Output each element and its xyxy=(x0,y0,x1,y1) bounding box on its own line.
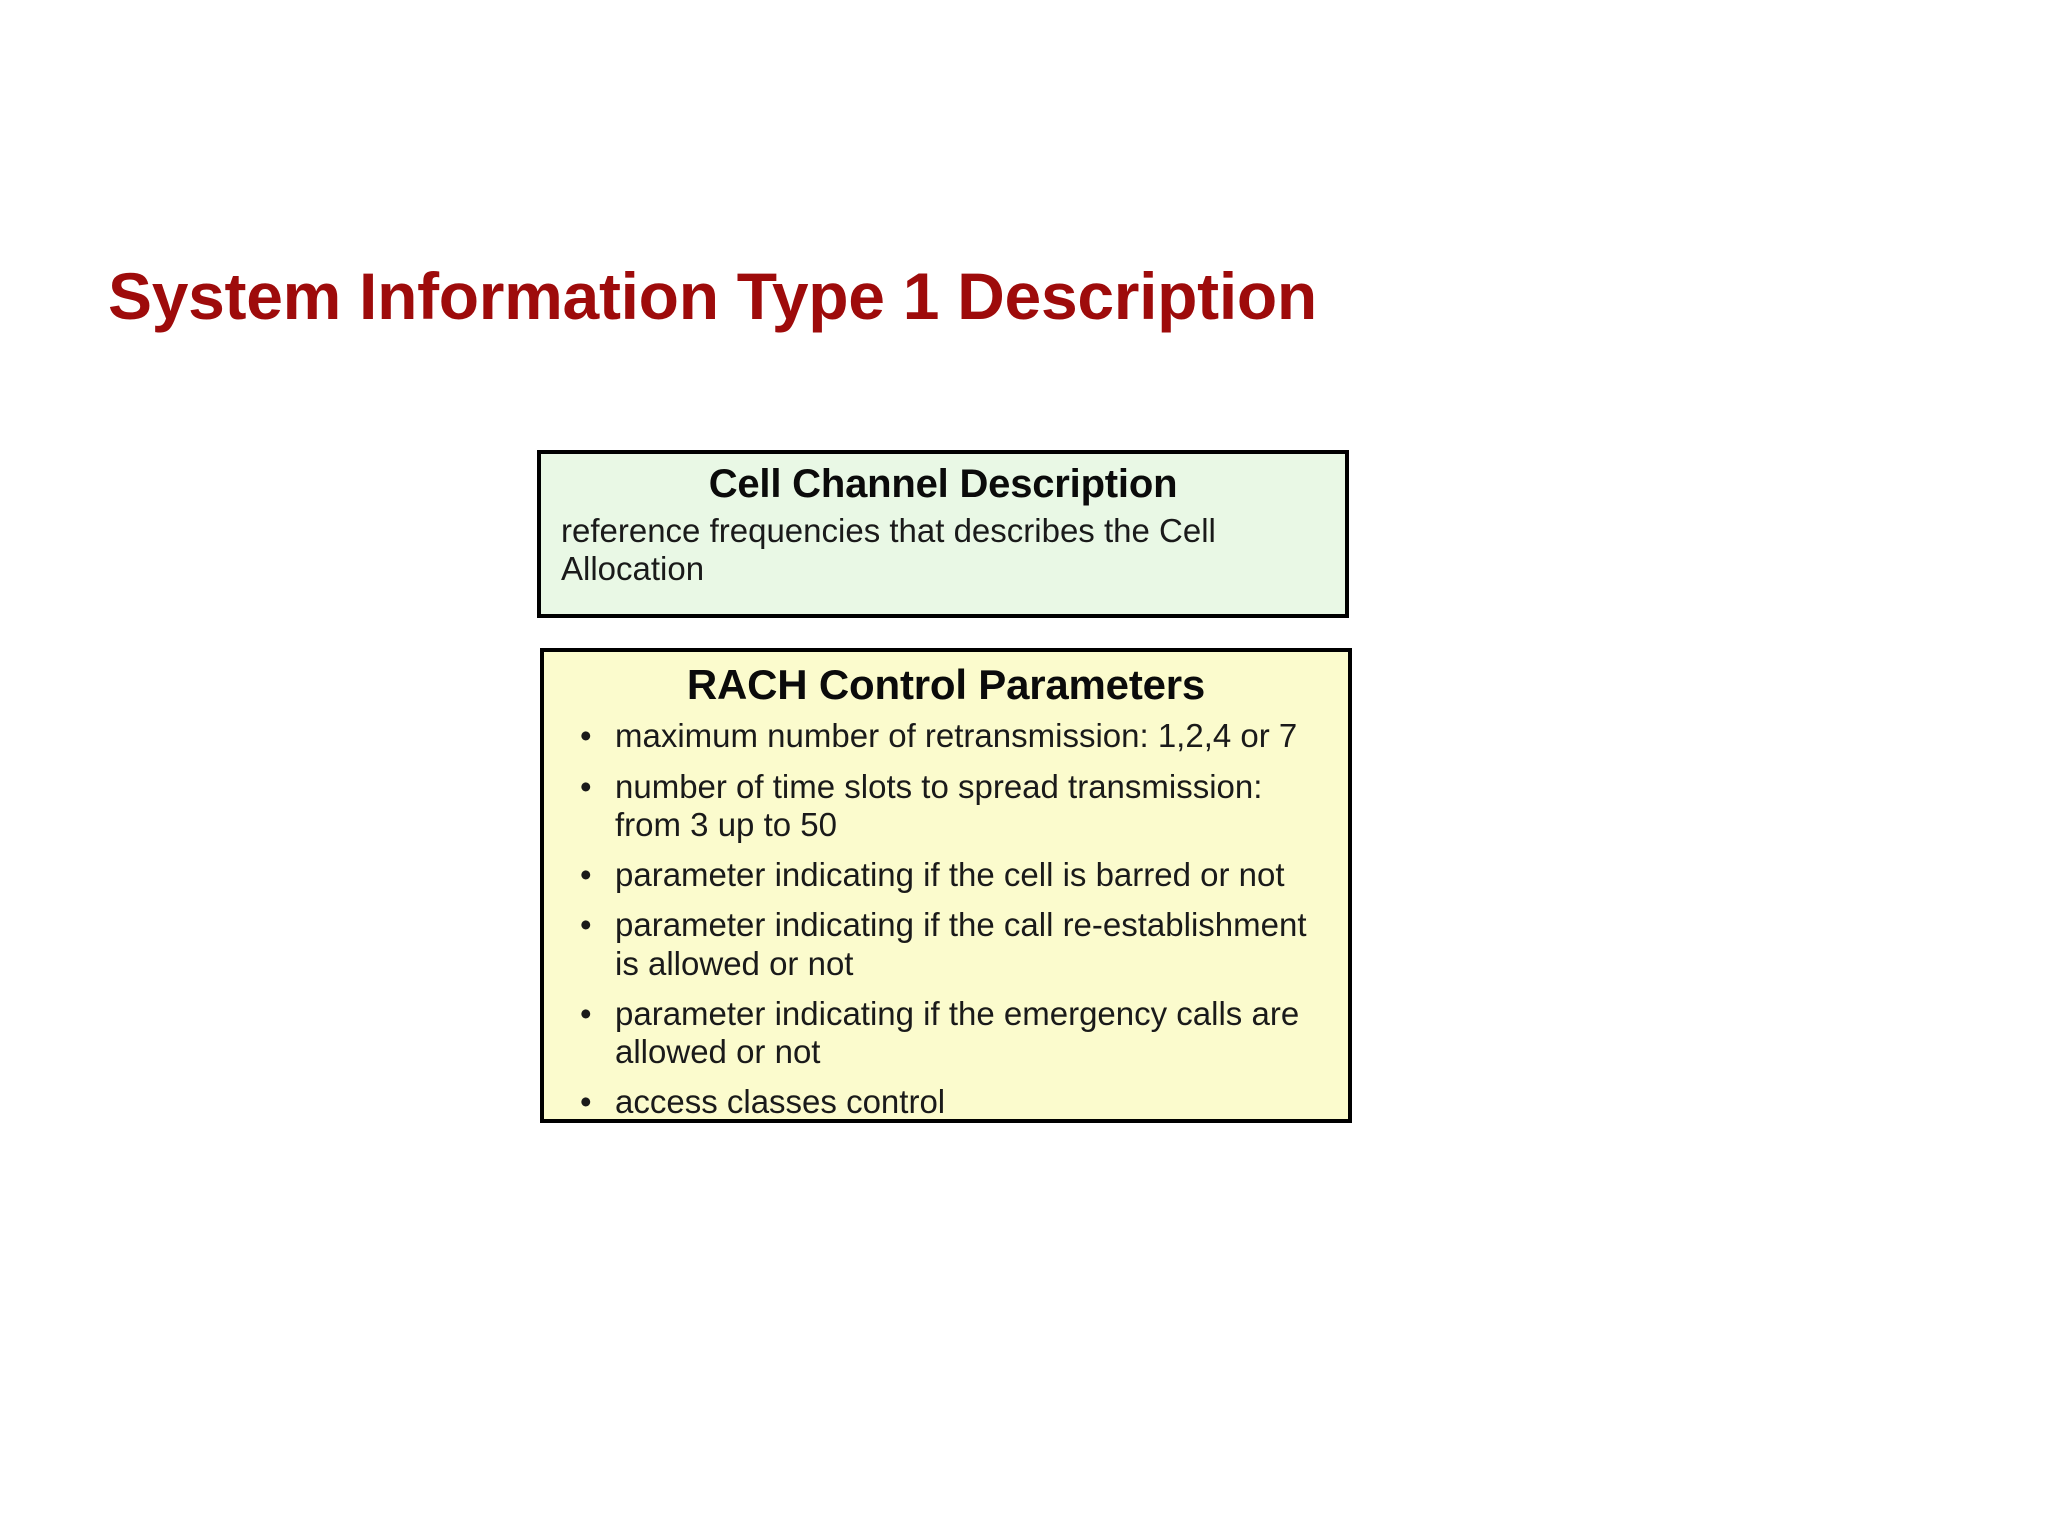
list-item: • parameter indicating if the emergency … xyxy=(558,995,1334,1072)
bullet-icon: • xyxy=(580,906,592,944)
bullet-icon: • xyxy=(580,1083,592,1121)
cell-channel-description-body: reference frequencies that describes the… xyxy=(561,512,1216,588)
list-item-label: access classes control xyxy=(615,1083,946,1121)
page-title: System Information Type 1 Description xyxy=(108,259,1317,334)
bullet-icon: • xyxy=(580,767,592,805)
list-item-label: parameter indicating if the cell is barr… xyxy=(615,856,1285,894)
list-item: • parameter indicating if the call re-es… xyxy=(558,906,1334,983)
list-item-label: maximum number of retransmission: 1,2,4 … xyxy=(615,717,1298,755)
cell-channel-description-heading: Cell Channel Description xyxy=(708,462,1178,506)
list-item: • access classes control xyxy=(558,1083,1334,1121)
bullet-icon: • xyxy=(580,994,592,1032)
list-item: • number of time slots to spread transmi… xyxy=(558,768,1334,845)
list-item-label: parameter indicating if the call re-esta… xyxy=(615,906,1307,982)
rach-control-parameters-heading: RACH Control Parameters xyxy=(686,661,1206,708)
list-item: • maximum number of retransmission: 1,2,… xyxy=(558,717,1334,755)
rach-control-parameters-list: • maximum number of retransmission: 1,2,… xyxy=(558,717,1334,1121)
rach-control-parameters-box: RACH Control Parameters • maximum number… xyxy=(540,648,1352,1123)
list-item: • parameter indicating if the cell is ba… xyxy=(558,856,1334,894)
bullet-icon: • xyxy=(580,717,592,755)
bullet-icon: • xyxy=(580,856,592,894)
list-item-label: parameter indicating if the emergency ca… xyxy=(615,994,1300,1071)
cell-channel-description-box: Cell Channel Description reference frequ… xyxy=(537,450,1349,618)
list-item-label: number of time slots to spread transmiss… xyxy=(615,767,1263,843)
